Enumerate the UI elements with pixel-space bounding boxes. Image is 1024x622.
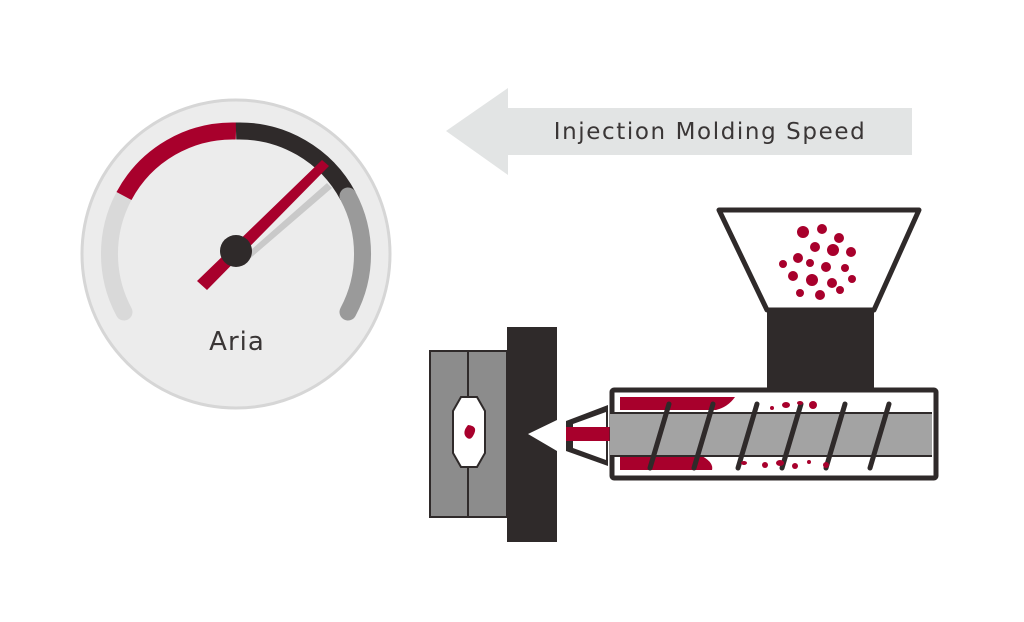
speed-gauge: Aria bbox=[80, 98, 392, 410]
gauge-label: Aria bbox=[209, 327, 265, 357]
mold-clamp-platen bbox=[507, 327, 557, 542]
melt-drop-in-cavity bbox=[464, 425, 476, 439]
mold bbox=[429, 327, 557, 542]
melt-bottom bbox=[620, 455, 713, 470]
melt-top bbox=[620, 397, 735, 410]
arrow-shape bbox=[446, 88, 912, 175]
gauge-hub bbox=[220, 235, 252, 267]
melt-droplets bbox=[686, 399, 829, 469]
barrel bbox=[609, 387, 939, 481]
screw-flights bbox=[647, 401, 892, 471]
gauge-low-zone bbox=[100, 187, 133, 321]
hopper bbox=[716, 207, 922, 390]
hopper-throat bbox=[767, 310, 874, 390]
gauge-dark-zone bbox=[235, 122, 356, 201]
speed-direction-arrow: Injection Molding Speed bbox=[446, 88, 912, 175]
gauge-accent-zone bbox=[116, 122, 237, 201]
gauge-needle-shadow bbox=[243, 183, 332, 262]
arrow-label: Injection Molding Speed bbox=[554, 119, 867, 145]
plastic-pellets bbox=[779, 224, 856, 300]
gauge-high-zone bbox=[339, 187, 372, 321]
